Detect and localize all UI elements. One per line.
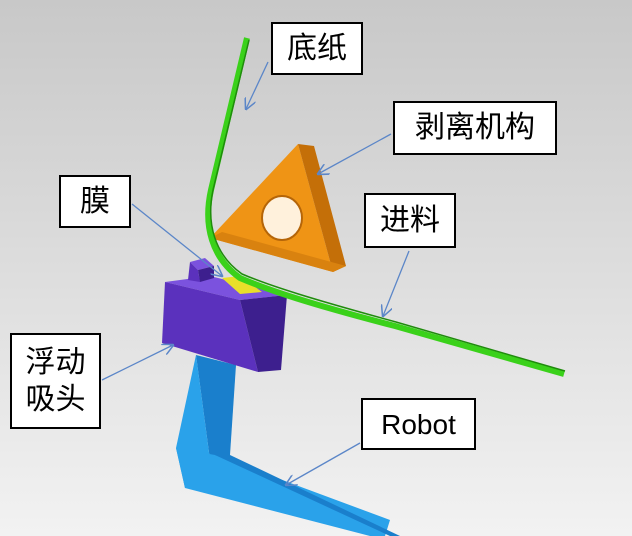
leader-line-robot <box>286 442 361 485</box>
robot-arm <box>176 355 400 536</box>
leader-line-feed <box>383 250 410 316</box>
label-feed: 进料 <box>364 193 456 248</box>
label-floating-suction-head: 浮动 吸头 <box>10 333 101 429</box>
backing-paper-strip-edge <box>210 39 566 372</box>
label-peeling-mechanism: 剥离机构 <box>393 101 557 155</box>
label-film: 膜 <box>59 175 131 228</box>
leader-line-film <box>131 203 222 276</box>
label-film-text: 膜 <box>80 183 110 219</box>
film-sheet <box>222 276 262 294</box>
label-floating-suction-head-text: 浮动 吸头 <box>25 344 86 418</box>
leader-line-suction-head <box>101 345 173 381</box>
label-robot: Robot <box>361 398 476 450</box>
backing-paper-strip <box>205 37 565 377</box>
leader-line-backing-paper <box>246 61 269 109</box>
floating-suction-head <box>162 258 287 372</box>
leader-line-peeling-mechanism <box>318 133 392 174</box>
label-robot-text: Robot <box>381 408 456 440</box>
peeling-mechanism <box>210 144 346 272</box>
label-backing-paper-text: 底纸 <box>287 30 347 66</box>
label-feed-text: 进料 <box>380 202 440 238</box>
label-backing-paper: 底纸 <box>271 22 363 75</box>
label-peeling-mechanism-text: 剥离机构 <box>415 110 535 146</box>
